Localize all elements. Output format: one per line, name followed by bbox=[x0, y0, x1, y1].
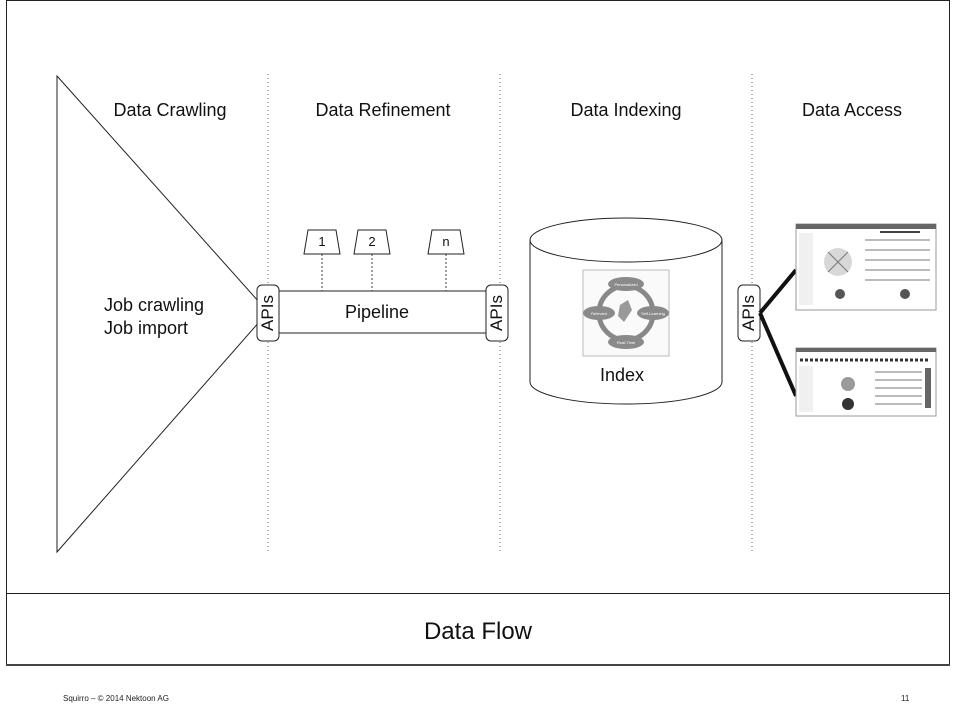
index-node-top bbox=[608, 277, 644, 291]
page-number: 11 bbox=[901, 694, 910, 703]
crawling-item-job-import: Job import bbox=[104, 318, 189, 338]
crawling-funnel bbox=[56, 74, 269, 554]
frame-left-border bbox=[6, 0, 7, 665]
access-connector-bottom bbox=[758, 312, 798, 397]
access-screenshot-2 bbox=[795, 347, 937, 417]
index-center-figure bbox=[618, 300, 632, 322]
stage-trapezoid-1 bbox=[303, 229, 341, 255]
footer-separator-bottom bbox=[6, 664, 950, 666]
stage-title-access: Data Access bbox=[801, 100, 903, 120]
pipeline-stage-label-1: 1 bbox=[318, 234, 326, 249]
frame-top-border bbox=[6, 0, 950, 1]
pipeline-stage-label-n: n bbox=[442, 234, 450, 249]
api-box-indexing bbox=[485, 284, 509, 342]
index-node-label-bottom: Real-Time bbox=[617, 340, 636, 345]
api-box-crawling bbox=[256, 284, 280, 342]
api-label-crawling: APIs bbox=[257, 295, 277, 331]
frame-right-border bbox=[949, 0, 950, 665]
footer-separator-top bbox=[6, 593, 950, 594]
slide-footer-title: Data Flow bbox=[423, 618, 533, 645]
index-label: Index bbox=[600, 365, 645, 385]
api-label-access: APIs bbox=[738, 295, 758, 331]
index-node-label-left: Relevant bbox=[591, 311, 608, 316]
crawling-item-job-crawling: Job crawling bbox=[104, 295, 205, 315]
index-cylinder-top bbox=[529, 217, 723, 263]
stage-trapezoid-2 bbox=[353, 229, 391, 255]
access-screenshot-1 bbox=[795, 223, 937, 311]
stage-title-crawling: Data Crawling bbox=[113, 100, 227, 120]
pipeline-stage-label-2: 2 bbox=[368, 234, 376, 249]
index-node-label-right: Self-Learning bbox=[641, 311, 665, 316]
copyright-text: Squirro – © 2014 Nektoon AG bbox=[63, 694, 169, 703]
index-node-bottom bbox=[608, 335, 644, 349]
pipeline-label: Pipeline bbox=[345, 302, 410, 322]
stage-title-refinement: Data Refinement bbox=[315, 100, 451, 120]
index-node-label-top: Personalized bbox=[614, 282, 637, 287]
index-node-right bbox=[637, 306, 669, 320]
stage-trapezoid-n bbox=[427, 229, 465, 255]
stage-title-indexing: Data Indexing bbox=[570, 100, 682, 120]
access-connector-top bbox=[758, 268, 798, 315]
api-label-indexing: APIs bbox=[486, 295, 506, 331]
index-node-left bbox=[583, 306, 615, 320]
